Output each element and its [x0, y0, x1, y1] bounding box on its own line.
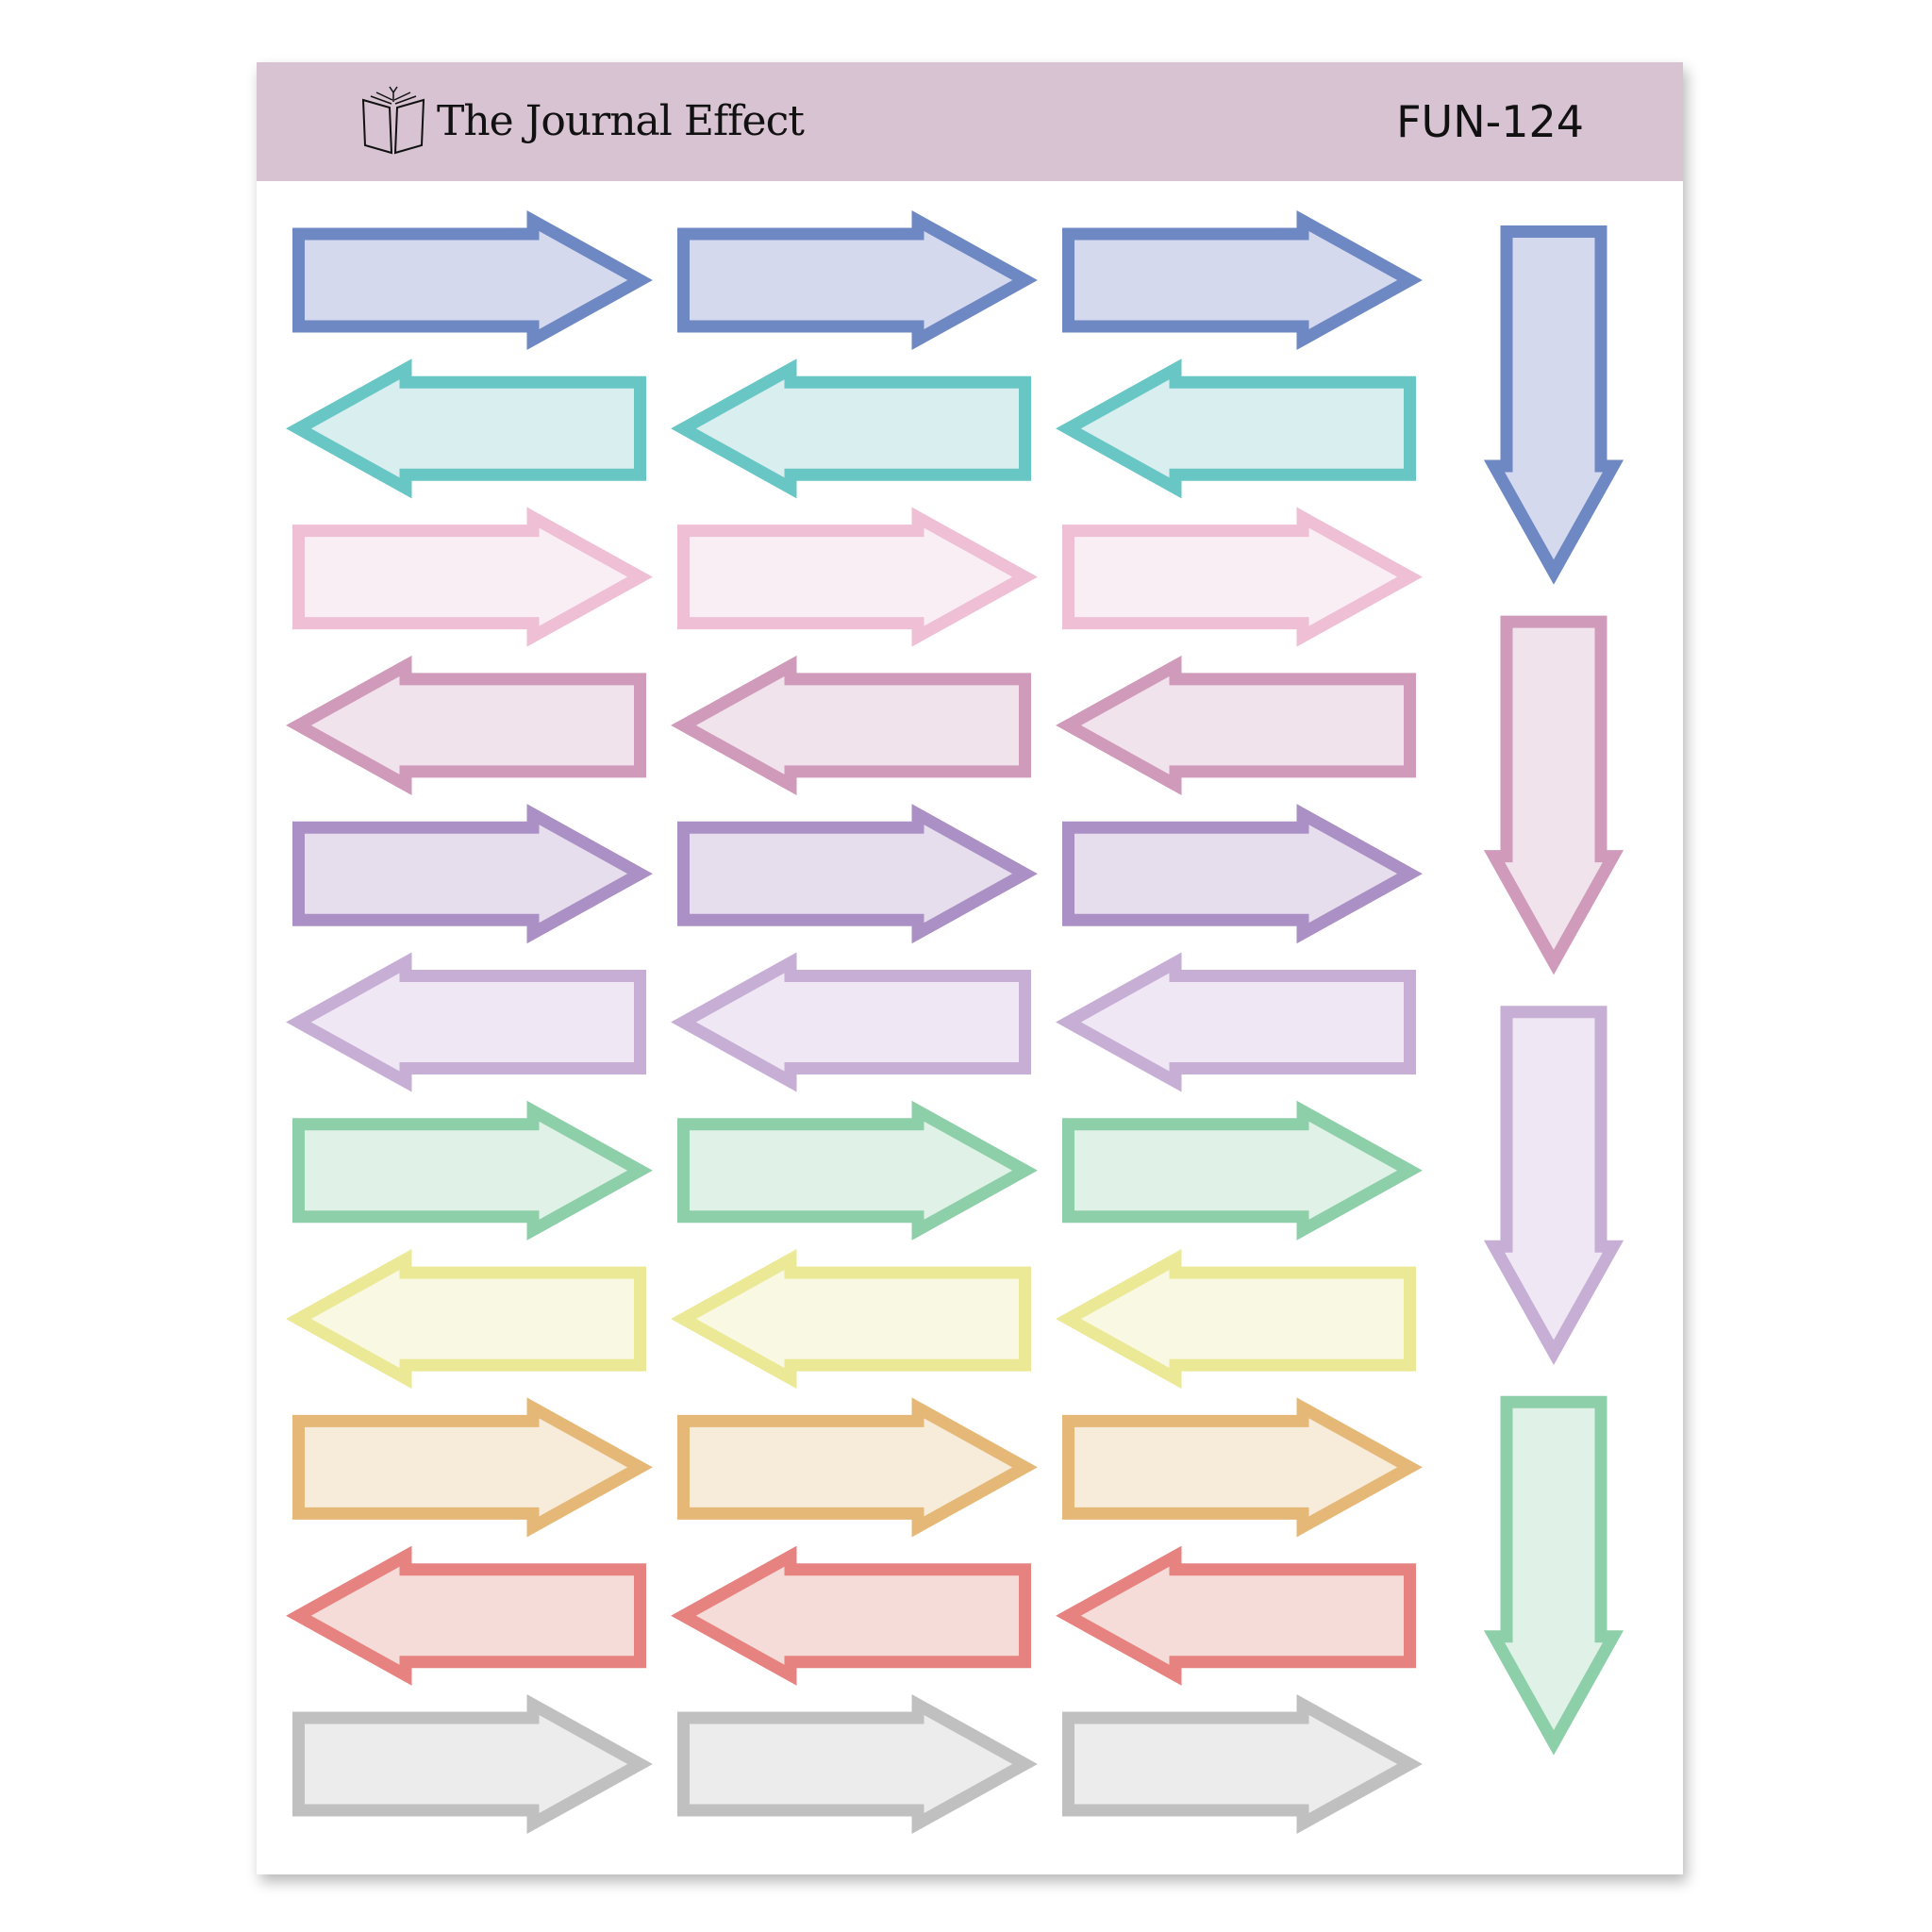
- arrow-sticker-right: [677, 1693, 1038, 1835]
- arrow-sticker-left: [671, 1545, 1031, 1686]
- arrow-sticker-left: [286, 655, 646, 795]
- arrow-sticker-left: [671, 358, 1031, 499]
- brand-logo: The Journal Effect: [356, 83, 805, 158]
- arrow-sticker-right: [1062, 1693, 1423, 1835]
- arrow-sticker-left: [286, 1249, 646, 1390]
- arrow-sticker-right: [292, 1397, 653, 1538]
- arrow-sticker-right: [677, 804, 1038, 944]
- arrow-sticker-right: [677, 1100, 1038, 1241]
- arrow-sticker-right: [292, 209, 653, 351]
- arrow-sticker-left: [671, 655, 1031, 795]
- arrow-sticker-left: [1056, 655, 1416, 795]
- arrow-sticker-down: [1483, 225, 1624, 585]
- open-book-icon: [361, 86, 425, 155]
- arrow-sticker-right: [292, 1693, 653, 1835]
- arrow-sticker-right: [292, 1100, 653, 1241]
- arrow-sticker-left: [1056, 358, 1416, 499]
- arrow-sticker-down: [1483, 615, 1624, 975]
- product-code: FUN-124: [1396, 96, 1584, 147]
- arrow-sticker-down: [1483, 1395, 1624, 1756]
- arrow-sticker-left: [1056, 1545, 1416, 1686]
- arrow-sticker-right: [1062, 1397, 1423, 1538]
- arrow-sticker-left: [671, 1249, 1031, 1390]
- arrow-sticker-left: [1056, 952, 1416, 1092]
- arrow-sticker-right: [677, 209, 1038, 351]
- arrow-sticker-right: [677, 1397, 1038, 1538]
- arrow-sticker-right: [1062, 1100, 1423, 1241]
- arrow-sticker-left: [286, 952, 646, 1092]
- arrow-sticker-right: [1062, 804, 1423, 944]
- arrow-sticker-right: [1062, 209, 1423, 351]
- arrow-sticker-down: [1483, 1006, 1624, 1366]
- arrow-sticker-left: [671, 952, 1031, 1092]
- arrow-sticker-left: [1056, 1249, 1416, 1390]
- sheet-header: The Journal Effect FUN-124: [257, 62, 1683, 181]
- arrow-sticker-left: [286, 358, 646, 499]
- brand-name: The Journal Effect: [437, 96, 805, 145]
- arrow-sticker-right: [292, 804, 653, 944]
- arrow-sticker-left: [286, 1545, 646, 1686]
- arrow-sticker-right: [677, 507, 1038, 647]
- arrow-sticker-right: [1062, 507, 1423, 647]
- arrow-sticker-right: [292, 507, 653, 647]
